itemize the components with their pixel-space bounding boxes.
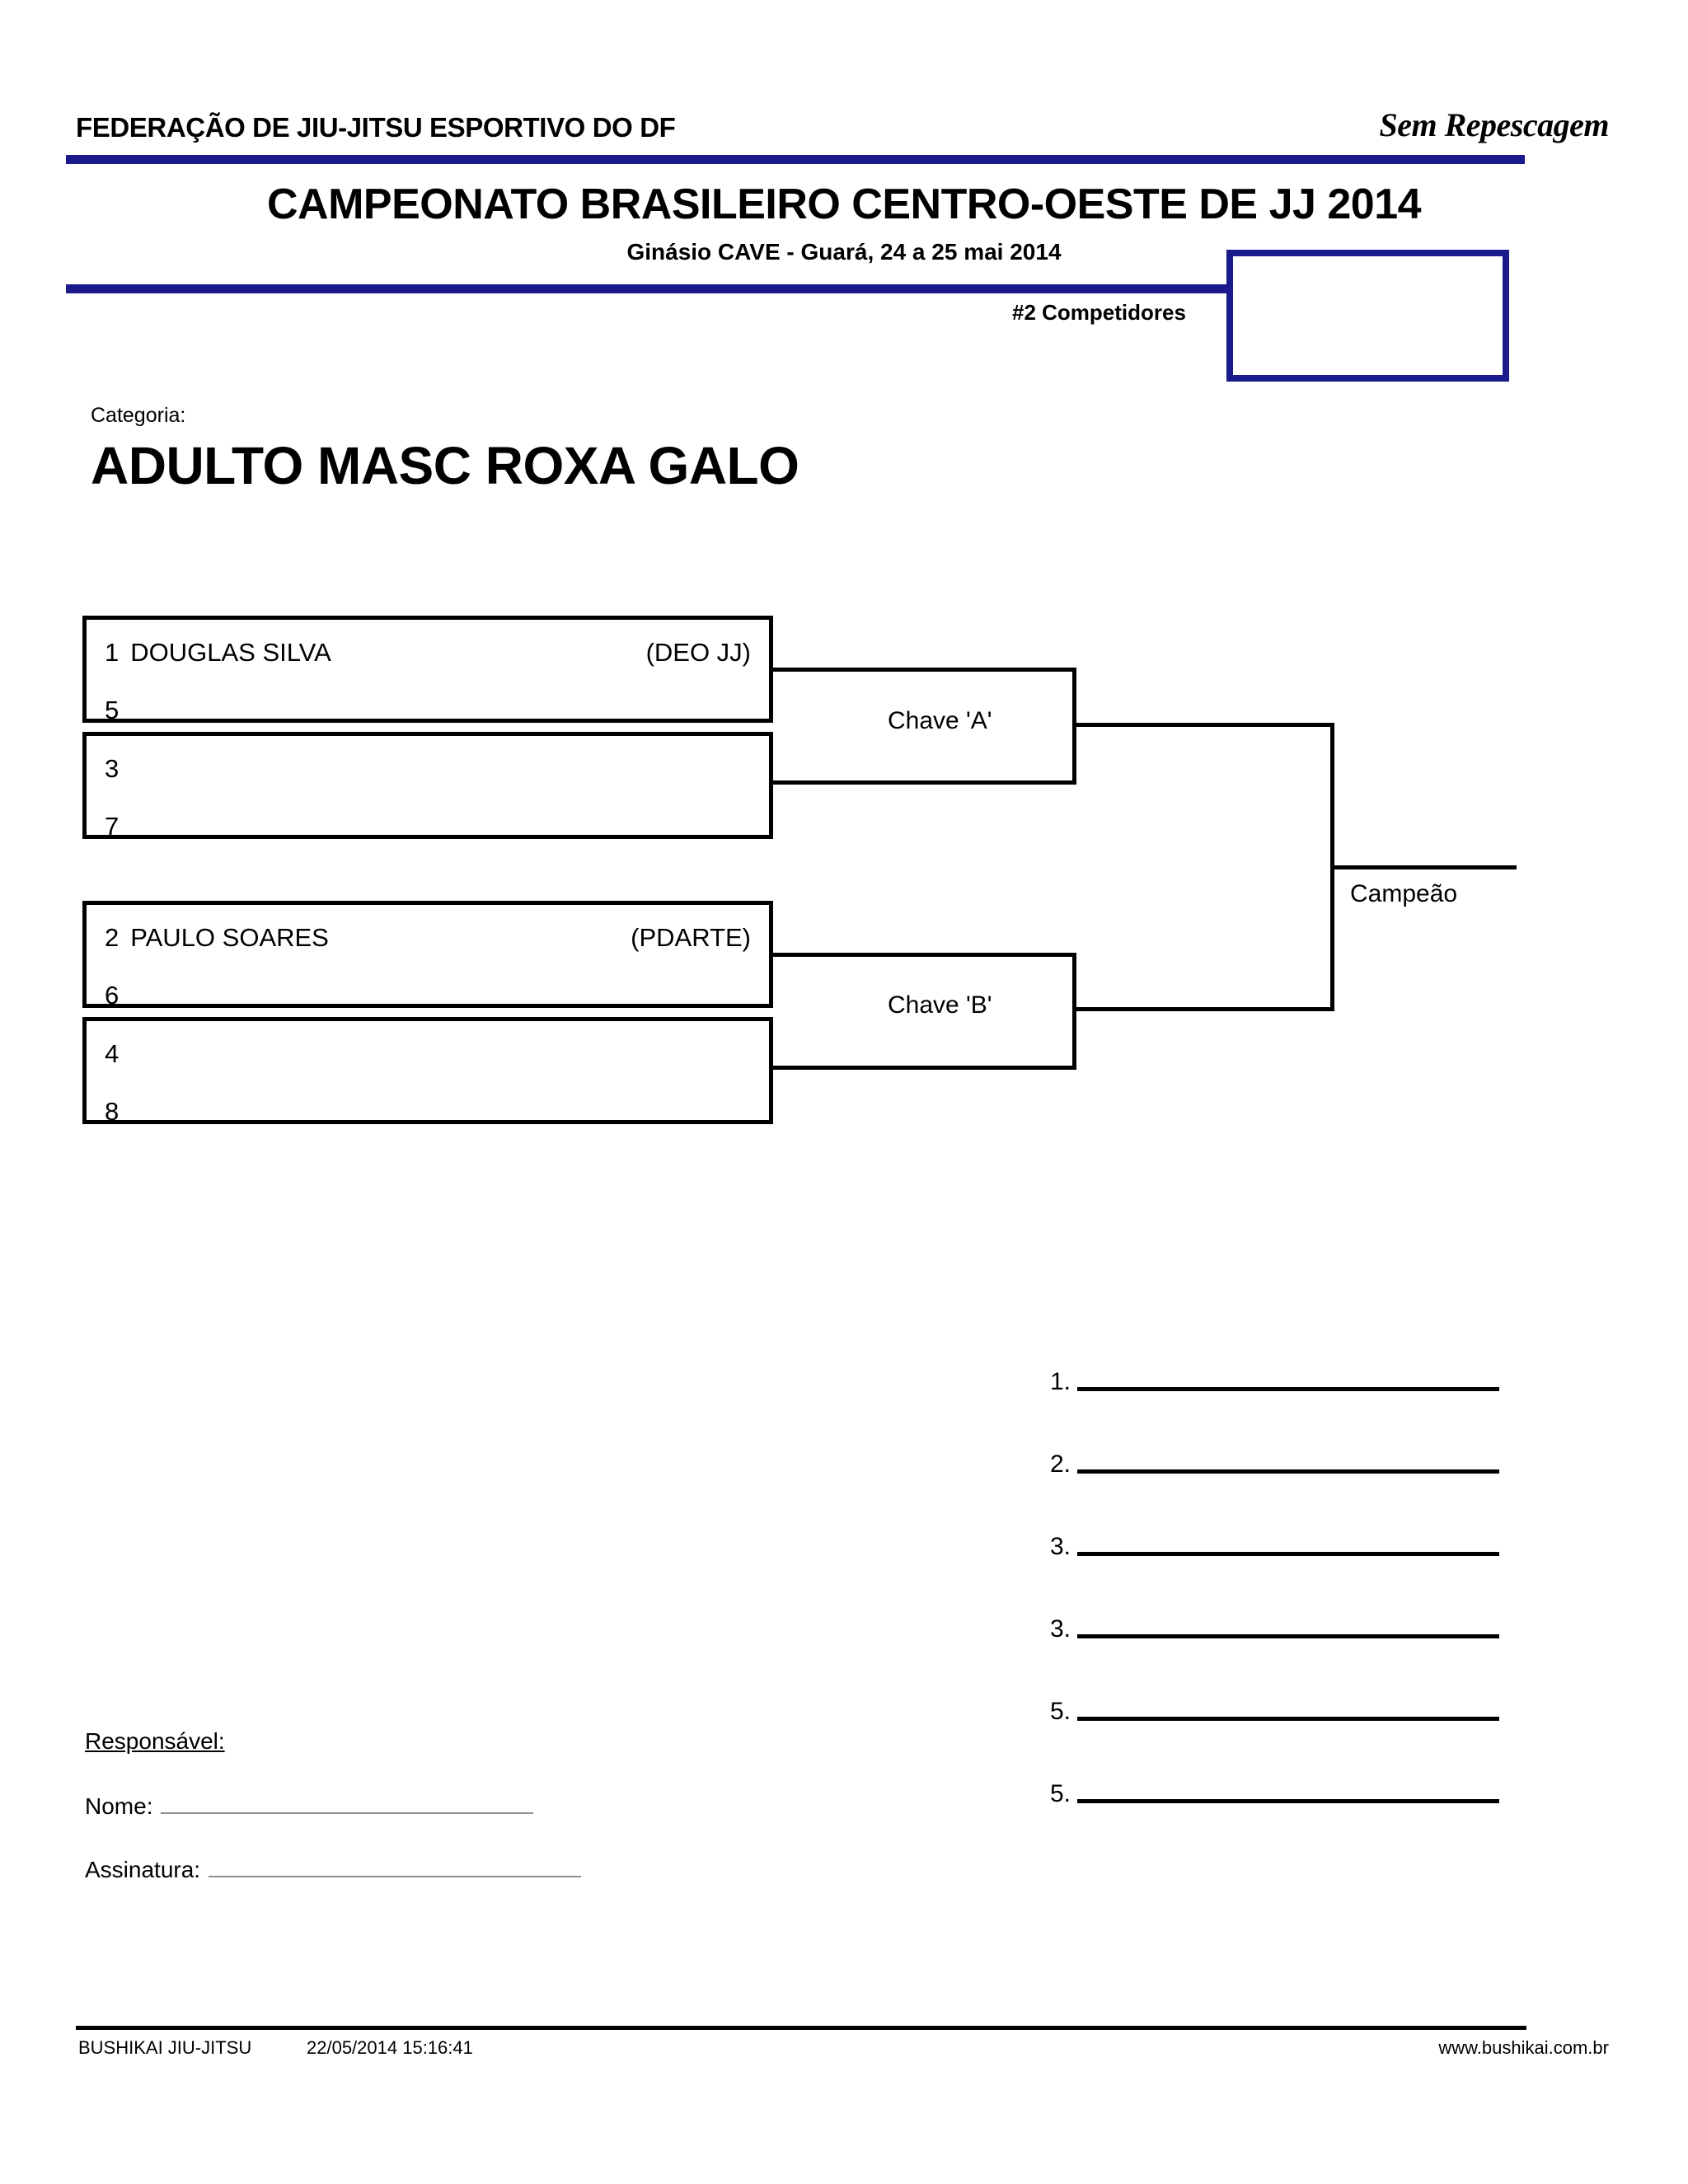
slot-1-second-seed: 5 bbox=[105, 696, 120, 724]
slot-2-line-1: 3 bbox=[105, 754, 751, 784]
chave-b-vertical bbox=[1072, 953, 1076, 1070]
bracket-slot-4[interactable]: 4 8 bbox=[82, 1017, 773, 1127]
slot-3-second-seed: 6 bbox=[105, 981, 120, 1010]
format-note: Sem Repescagem bbox=[1379, 106, 1610, 143]
header-divider-bottom bbox=[66, 284, 1228, 293]
placement-line-1[interactable] bbox=[1077, 1387, 1500, 1391]
championship-title: CAMPEONATO BRASILEIRO CENTRO-OESTE DE JJ… bbox=[266, 180, 1422, 228]
placement-rank-1: 1. bbox=[1050, 1368, 1071, 1395]
placement-row-2[interactable]: 2. bbox=[1050, 1451, 1500, 1478]
placement-rank-5: 5. bbox=[1050, 1698, 1071, 1725]
placement-rank-4: 3. bbox=[1050, 1615, 1071, 1643]
footer-org: BUSHIKAI JIU-JITSU bbox=[78, 2037, 252, 2058]
responsible-name-row[interactable]: Nome: bbox=[85, 1793, 534, 1819]
placement-rank-3: 3. bbox=[1050, 1533, 1071, 1560]
slot-1-name: DOUGLAS SILVA bbox=[130, 638, 331, 667]
footer-website[interactable]: www.bushikai.com.br bbox=[1438, 2037, 1609, 2058]
champion-label: Campeão bbox=[1350, 880, 1458, 907]
mat-number-box[interactable] bbox=[1226, 250, 1509, 382]
chave-a-bottom-rail bbox=[773, 780, 1076, 785]
chave-b-bottom-rail bbox=[773, 1066, 1076, 1070]
slot-4-second-seed: 8 bbox=[105, 1097, 120, 1126]
slot-1-seed: 1 bbox=[105, 638, 120, 667]
slot-2-seed: 3 bbox=[105, 754, 120, 783]
slot-4-line-2: 8 bbox=[105, 1097, 751, 1127]
category-label: Categoria: bbox=[91, 404, 186, 427]
placement-line-6[interactable] bbox=[1077, 1799, 1500, 1803]
placement-row-5[interactable]: 5. bbox=[1050, 1698, 1500, 1725]
placement-row-6[interactable]: 5. bbox=[1050, 1780, 1500, 1807]
footer-timestamp: 22/05/2014 15:16:41 bbox=[307, 2037, 473, 2058]
slot-1-line-2: 5 bbox=[105, 696, 751, 725]
competitors-count-label: #2 Competidores bbox=[1012, 300, 1186, 325]
chave-a-top-rail bbox=[773, 668, 1076, 672]
category-name: ADULTO MASC ROXA GALO bbox=[91, 436, 799, 495]
chave-a-label: Chave 'A' bbox=[888, 707, 992, 734]
placement-line-3[interactable] bbox=[1077, 1552, 1500, 1556]
placement-row-1[interactable]: 1. bbox=[1050, 1368, 1500, 1395]
chave-b-label: Chave 'B' bbox=[888, 991, 992, 1019]
slot-3-name: PAULO SOARES bbox=[130, 923, 329, 952]
slot-2-line-2: 7 bbox=[105, 812, 751, 841]
venue-subtitle: Ginásio CAVE - Guará, 24 a 25 mai 2014 bbox=[626, 239, 1062, 265]
bracket-slot-2[interactable]: 3 7 bbox=[82, 732, 773, 841]
champion-stem bbox=[1330, 865, 1517, 869]
chave-b-top-rail bbox=[773, 953, 1076, 957]
placement-line-2[interactable] bbox=[1077, 1469, 1500, 1474]
bracket-slot-1[interactable]: 1 DOUGLAS SILVA (DEO JJ) 5 bbox=[82, 616, 773, 725]
slot-3-team: (PDARTE) bbox=[631, 923, 751, 952]
responsible-name-label: Nome: bbox=[85, 1793, 153, 1819]
slot-4-line-1: 4 bbox=[105, 1039, 751, 1069]
bracket-slot-3[interactable]: 2 PAULO SOARES (PDARTE) 6 bbox=[82, 901, 773, 1010]
slot-1-line-1: 1 DOUGLAS SILVA (DEO JJ) bbox=[105, 638, 751, 668]
responsible-title: Responsável: bbox=[85, 1728, 225, 1754]
slot-1-team: (DEO JJ) bbox=[645, 638, 751, 667]
placement-line-4[interactable] bbox=[1077, 1634, 1500, 1638]
placement-rank-2: 2. bbox=[1050, 1451, 1071, 1478]
placement-rank-6: 5. bbox=[1050, 1780, 1071, 1807]
placement-line-5[interactable] bbox=[1077, 1717, 1500, 1721]
responsible-signature-input[interactable] bbox=[209, 1876, 582, 1877]
placement-row-3[interactable]: 3. bbox=[1050, 1533, 1500, 1560]
header-divider-top bbox=[66, 155, 1525, 164]
responsible-name-input[interactable] bbox=[161, 1812, 534, 1814]
slot-2-second-seed: 7 bbox=[105, 812, 120, 841]
final-bottom-rail bbox=[1072, 1007, 1334, 1011]
slot-4-seed: 4 bbox=[105, 1039, 120, 1068]
slot-3-line-1: 2 PAULO SOARES (PDARTE) bbox=[105, 923, 751, 953]
responsible-signature-label: Assinatura: bbox=[85, 1857, 201, 1882]
placement-row-4[interactable]: 3. bbox=[1050, 1615, 1500, 1643]
final-top-rail bbox=[1072, 723, 1334, 727]
footer-divider bbox=[76, 2026, 1526, 2030]
federation-title: FEDERAÇÃO DE JIU-JITSU ESPORTIVO DO DF bbox=[76, 112, 676, 143]
responsible-signature-row[interactable]: Assinatura: bbox=[85, 1857, 582, 1882]
slot-3-seed: 2 bbox=[105, 923, 120, 952]
slot-3-line-2: 6 bbox=[105, 981, 751, 1010]
